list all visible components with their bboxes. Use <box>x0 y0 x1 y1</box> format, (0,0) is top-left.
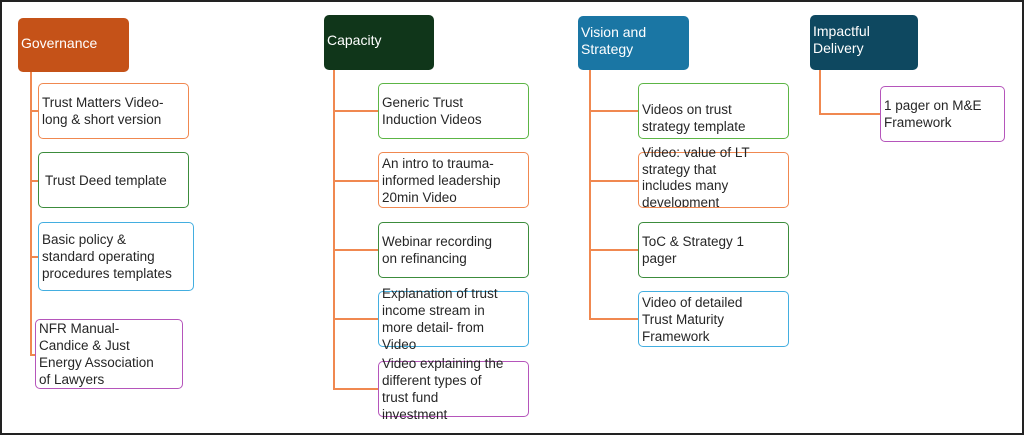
connector-line <box>333 318 379 320</box>
capacity-item-trauma-informed-leadership[interactable]: An intro to trauma- informed leadership … <box>378 152 529 208</box>
governance-item-trust-matters-video[interactable]: Trust Matters Video- long & short versio… <box>38 83 189 139</box>
item-label: Videos on trust strategy template <box>642 102 746 134</box>
connector-line <box>589 318 639 320</box>
connector-line <box>333 180 379 182</box>
connector-line <box>819 113 881 115</box>
item-label: Webinar recording on refinancing <box>382 234 493 266</box>
capacity-trunk-line <box>333 70 335 390</box>
connector-line <box>589 110 639 112</box>
vision-and-strategy-header[interactable]: Vision and Strategy <box>578 16 689 70</box>
connector-line <box>30 256 39 258</box>
item-label: Video explaining the different types of … <box>382 356 504 422</box>
governance-item-basic-policy-templates[interactable]: Basic policy & standard operating proced… <box>38 222 194 291</box>
vision-item-value-of-lt-strategy[interactable]: Video: value of LT strategy that include… <box>638 145 789 208</box>
governance-item-nfr-manual[interactable]: NFR Manual- Candice & Just Energy Associ… <box>35 319 183 389</box>
connector-line <box>589 249 639 251</box>
item-label: ToC & Strategy 1 pager <box>642 234 745 266</box>
governance-item-trust-deed-template[interactable]: Trust Deed template <box>38 152 189 208</box>
vision-item-trust-maturity-framework[interactable]: Video of detailed Trust Maturity Framewo… <box>638 291 789 347</box>
item-label: 1 pager on M&E Framework <box>884 98 982 130</box>
connector-line <box>333 388 379 390</box>
item-label: An intro to trauma- informed leadership … <box>382 155 501 205</box>
connector-line <box>589 180 639 182</box>
impactful-delivery-header[interactable]: Impactful Delivery <box>810 15 918 70</box>
item-label: NFR Manual- Candice & Just Energy Associ… <box>39 321 154 387</box>
connector-line <box>30 354 36 356</box>
vision-trunk-line <box>589 70 591 320</box>
connector-line <box>30 110 39 112</box>
capacity-item-webinar-refinancing[interactable]: Webinar recording on refinancing <box>378 222 529 278</box>
capacity-item-trust-income-stream[interactable]: Explanation of trust income stream in mo… <box>378 286 529 352</box>
governance-trunk-line <box>30 72 32 355</box>
item-label: Basic policy & standard operating proced… <box>42 232 172 281</box>
capacity-header[interactable]: Capacity <box>324 15 434 70</box>
governance-header[interactable]: Governance <box>18 18 129 72</box>
item-label: Explanation of trust income stream in mo… <box>382 286 498 352</box>
item-label: Video of detailed Trust Maturity Framewo… <box>642 294 743 344</box>
connector-line <box>30 180 39 182</box>
item-label: Generic Trust Induction Videos <box>382 95 482 127</box>
capacity-item-trust-fund-investment[interactable]: Video explaining the different types of … <box>378 356 529 422</box>
item-label: Trust Matters Video- long & short versio… <box>42 95 164 127</box>
connector-line <box>333 110 379 112</box>
vision-item-trust-strategy-template-videos[interactable]: Videos on trust strategy template <box>638 83 789 139</box>
impactful-item-me-framework-pager[interactable]: 1 pager on M&E Framework <box>880 86 1005 142</box>
capacity-item-generic-trust-induction-videos[interactable]: Generic Trust Induction Videos <box>378 83 529 139</box>
impactful-trunk-line <box>819 70 821 115</box>
vision-item-toc-strategy-1-pager[interactable]: ToC & Strategy 1 pager <box>638 222 789 278</box>
item-label: Trust Deed template <box>45 172 167 188</box>
connector-line <box>333 249 379 251</box>
item-label: Video: value of LT strategy that include… <box>642 145 750 207</box>
